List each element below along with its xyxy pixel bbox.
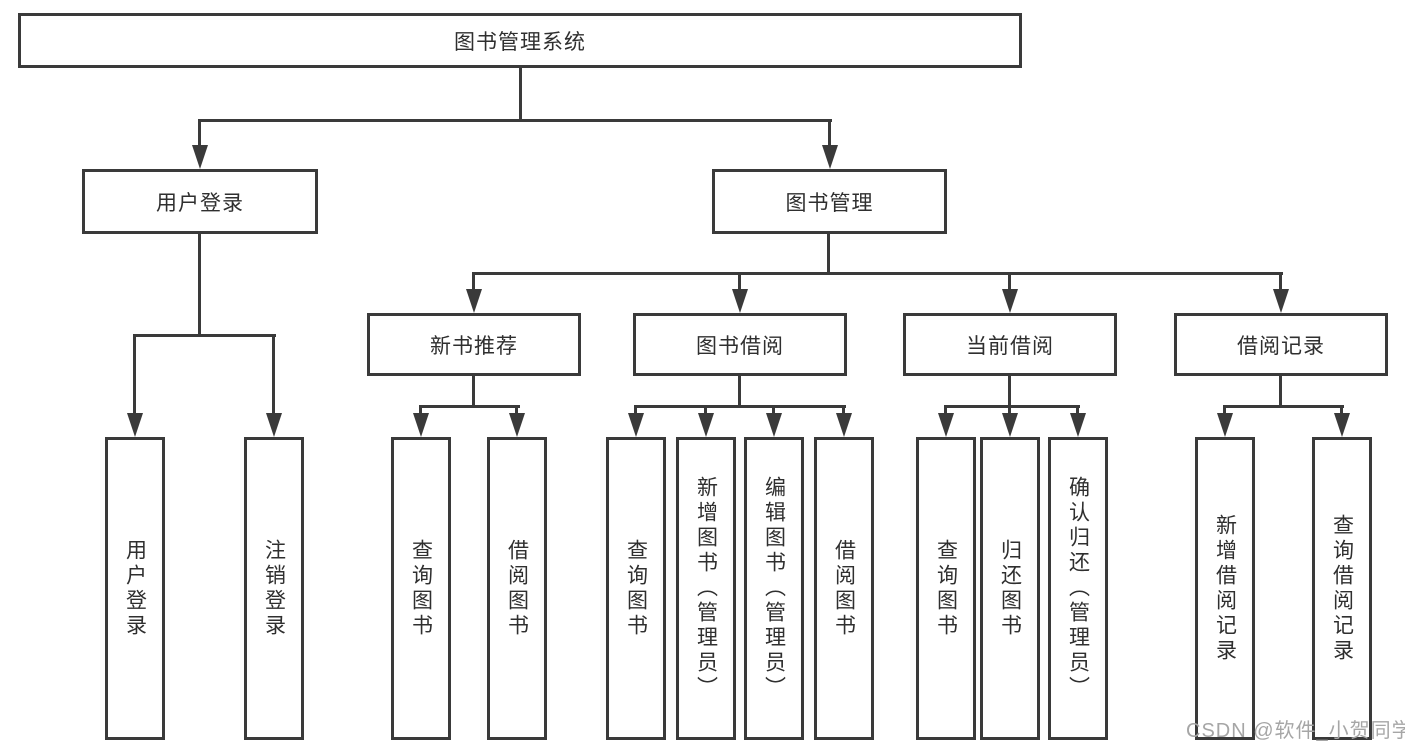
csdn-watermark: CSDN @软件_小贺同学: [1186, 720, 1405, 742]
arrow-down-icon: [1273, 289, 1289, 313]
leaf-query-borrow-record: 查询借阅记录: [1312, 437, 1372, 740]
connector-newbook-stem: [472, 376, 475, 408]
connector-root-stem: [519, 68, 522, 122]
connector-stem: [1076, 405, 1079, 417]
connector-stem: [634, 405, 637, 417]
connector-current-stem: [1008, 376, 1011, 408]
node-new-book-recommendation: 新书推荐: [367, 313, 581, 376]
connector-newbook-rail: [419, 405, 520, 408]
connector-stem: [1279, 272, 1282, 292]
connector-borrow-rail: [634, 405, 846, 408]
connector-stem: [419, 405, 422, 417]
leaf-query-books: 查询图书: [391, 437, 451, 740]
connector-stem: [944, 405, 947, 417]
leaf-user-login: 用户登录: [105, 437, 165, 740]
connector-stem: [1340, 405, 1343, 417]
arrow-down-icon: [938, 413, 954, 437]
connector-stem: [1008, 405, 1011, 417]
arrow-down-icon: [466, 289, 482, 313]
connector-stem: [515, 405, 518, 417]
leaf-confirm-return-admin: 确认归还（管理员）: [1048, 437, 1108, 740]
arrow-down-icon: [732, 289, 748, 313]
arrow-down-icon: [836, 413, 852, 437]
connector-records-rail: [1223, 405, 1344, 408]
leaf-return-books: 归还图书: [980, 437, 1040, 740]
node-book-borrowing: 图书借阅: [633, 313, 847, 376]
leaf-add-books-admin: 新增图书（管理员）: [676, 437, 736, 740]
leaf-query-books: 查询图书: [606, 437, 666, 740]
leaf-edit-books-admin: 编辑图书（管理员）: [744, 437, 804, 740]
connector-stem: [772, 405, 775, 417]
connector-login-rail: [133, 334, 276, 337]
arrow-down-icon: [766, 413, 782, 437]
leaf-add-borrow-record: 新增借阅记录: [1195, 437, 1255, 740]
connector-current-rail: [944, 405, 1080, 408]
connector-level3-rail: [472, 272, 1283, 275]
connector-stem: [198, 119, 201, 147]
node-user-login: 用户登录: [82, 169, 318, 234]
arrow-down-icon: [1002, 413, 1018, 437]
arrow-down-icon: [413, 413, 429, 437]
connector-stem: [828, 119, 831, 147]
node-book-management: 图书管理: [712, 169, 947, 234]
arrow-down-icon: [1002, 289, 1018, 313]
connector-stem: [272, 334, 275, 414]
connector-mgmt-stem: [827, 234, 830, 275]
connector-login-stem: [198, 234, 201, 337]
connector-stem: [1223, 405, 1226, 417]
connector-stem: [1008, 272, 1011, 292]
node-borrowing-records: 借阅记录: [1174, 313, 1388, 376]
arrow-down-icon: [822, 145, 838, 169]
connector-stem: [738, 272, 741, 292]
leaf-borrow-books: 借阅图书: [814, 437, 874, 740]
arrow-down-icon: [1217, 413, 1233, 437]
connector-stem: [842, 405, 845, 417]
arrow-down-icon: [698, 413, 714, 437]
node-current-borrowing: 当前借阅: [903, 313, 1117, 376]
connector-stem: [472, 272, 475, 292]
connector-borrow-stem: [738, 376, 741, 408]
connector-stem: [704, 405, 707, 417]
arrow-down-icon: [127, 413, 143, 437]
connector-records-stem: [1279, 376, 1282, 408]
arrow-down-icon: [1070, 413, 1086, 437]
arrow-down-icon: [1334, 413, 1350, 437]
arrow-down-icon: [192, 145, 208, 169]
leaf-logout: 注销登录: [244, 437, 304, 740]
connector-level2-rail: [198, 119, 832, 122]
arrow-down-icon: [266, 413, 282, 437]
node-library-management-system: 图书管理系统: [18, 13, 1022, 68]
arrow-down-icon: [628, 413, 644, 437]
arrow-down-icon: [509, 413, 525, 437]
leaf-query-books: 查询图书: [916, 437, 976, 740]
leaf-borrow-books: 借阅图书: [487, 437, 547, 740]
connector-stem: [133, 334, 136, 414]
